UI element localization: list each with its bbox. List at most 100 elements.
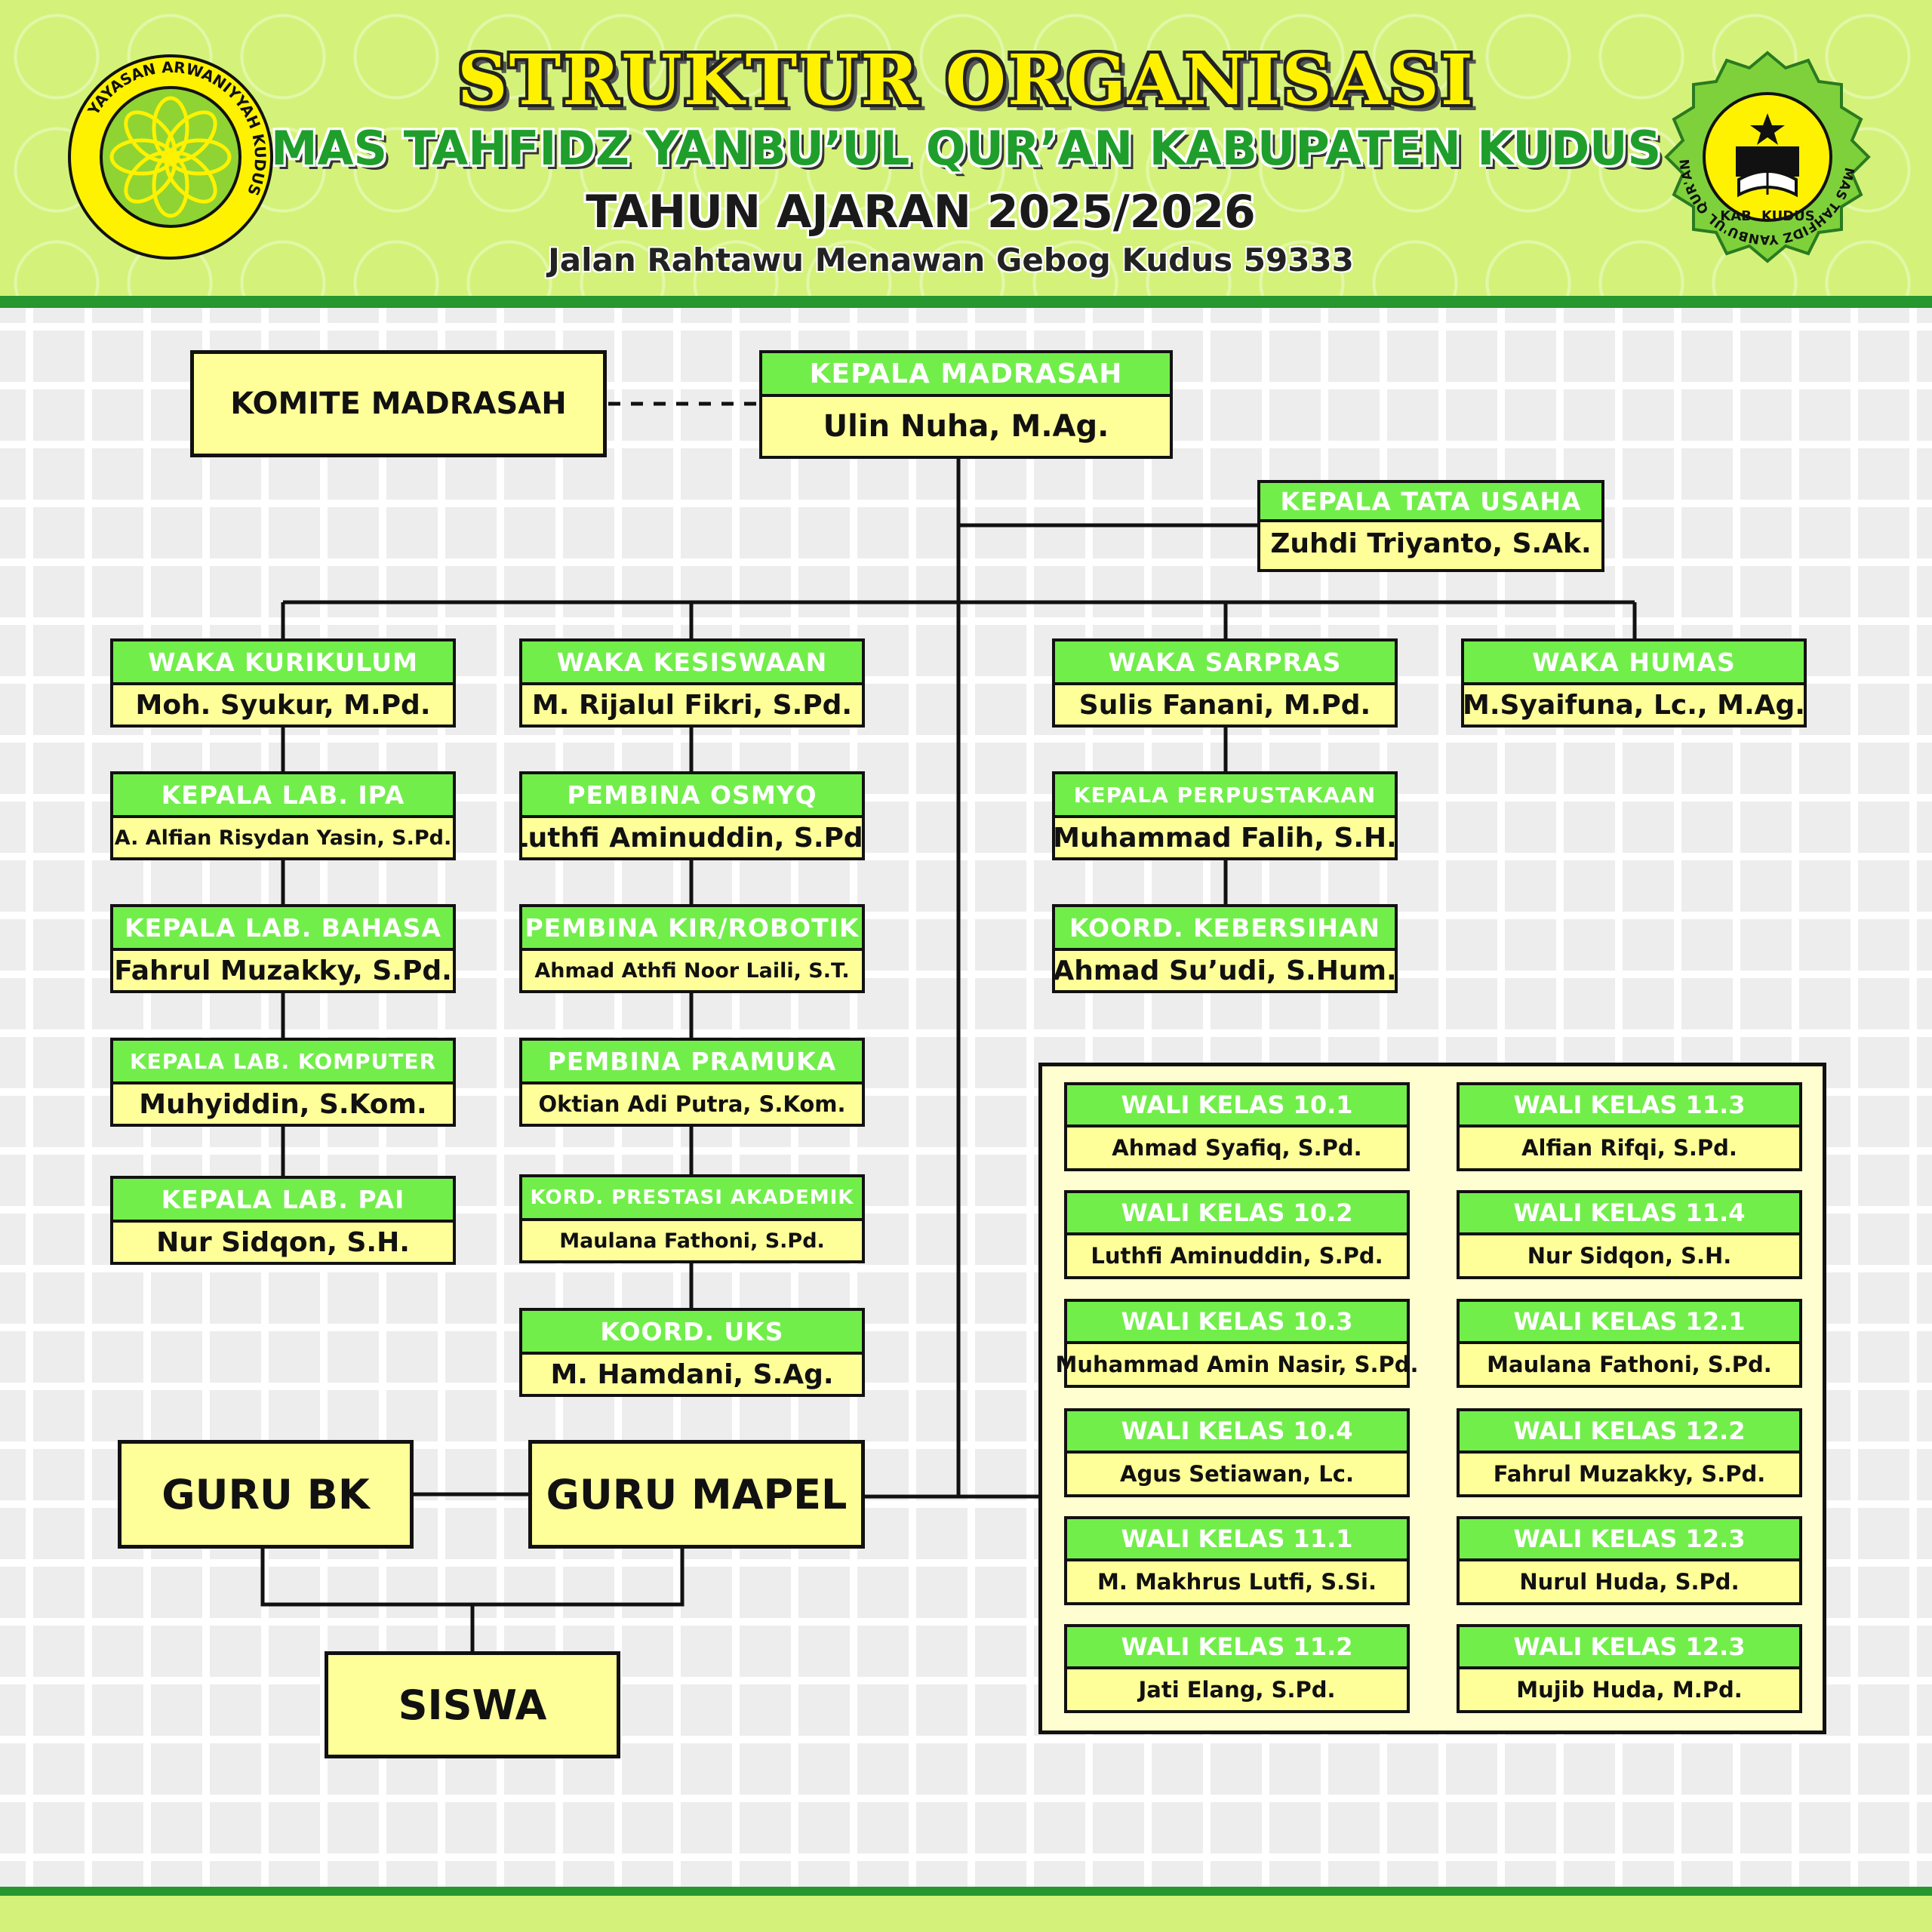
wali-kelas-name: Muhammad Amin Nasir, S.Pd. bbox=[1055, 1352, 1419, 1377]
wali-kelas-name: Ahmad Syafiq, S.Pd. bbox=[1112, 1135, 1362, 1161]
wali-kelas-role: WALI KELAS 12.3 bbox=[1460, 1519, 1799, 1561]
pembina-osmyq-box: PEMBINA OSMYQ Luthfi Aminuddin, S.Pd. bbox=[519, 771, 865, 860]
kepala-perpustakaan-box: KEPALA PERPUSTAKAAN Muhammad Falih, S.H. bbox=[1052, 771, 1398, 860]
wali-kelas-name: Luthfi Aminuddin, S.Pd. bbox=[1091, 1243, 1383, 1269]
waka-humas-role: WAKA HUMAS bbox=[1464, 641, 1804, 685]
waka-sarpras-role: WAKA SARPRAS bbox=[1055, 641, 1395, 685]
wali-kelas-role: WALI KELAS 12.1 bbox=[1460, 1302, 1799, 1344]
school-address: Jalan Rahtawu Menawan Gebog Kudus 59333 bbox=[548, 242, 1354, 278]
waka-sarpras-name: Sulis Fanani, M.Pd. bbox=[1078, 689, 1371, 721]
kord-prestasi-role: KORD. PRESTASI AKADEMIK bbox=[522, 1177, 862, 1221]
lab-pai-box: KEPALA LAB. PAI Nur Sidqon, S.H. bbox=[110, 1176, 456, 1265]
kord-prestasi-name: Maulana Fathoni, S.Pd. bbox=[559, 1229, 825, 1253]
school-logo-icon: MAS TAHFIDZ YANBU'UL QUR'AN KAB. KUDUS bbox=[1664, 51, 1871, 263]
wali-kelas-role: WALI KELAS 11.3 bbox=[1460, 1085, 1799, 1128]
wali-kelas-name: Agus Setiawan, Lc. bbox=[1120, 1461, 1354, 1487]
guru-bk-box: GURU BK bbox=[118, 1440, 414, 1549]
guru-siswa-link bbox=[260, 1549, 685, 1607]
wali-kelas-name: M. Makhrus Lutfi, S.Si. bbox=[1097, 1569, 1377, 1595]
header-divider bbox=[0, 296, 1932, 308]
lab-pai-role: KEPALA LAB. PAI bbox=[113, 1179, 453, 1223]
waka-kesiswaan-role: WAKA KESISWAAN bbox=[522, 641, 862, 685]
koord-kebersihan-name: Ahmad Su’udi, S.Hum. bbox=[1055, 955, 1395, 986]
tata-usaha-role: KEPALA TATA USAHA bbox=[1260, 483, 1601, 522]
wali-kelas-name: Nurul Huda, S.Pd. bbox=[1519, 1569, 1740, 1595]
school-name: MAS TAHFIDZ YANBU’UL QUR’AN KABUPATEN KU… bbox=[270, 121, 1662, 176]
waka-kurikulum-box: WAKA KURIKULUM Moh. Syukur, M.Pd. bbox=[110, 638, 456, 728]
lab-komputer-name: Muhyiddin, S.Kom. bbox=[139, 1088, 427, 1120]
kepala-role: KEPALA MADRASAH bbox=[762, 353, 1170, 397]
wali-kelas-name: Alfian Rifqi, S.Pd. bbox=[1521, 1135, 1737, 1161]
komite-madrasah-box: KOMITE MADRASAH bbox=[190, 350, 607, 457]
wali-kelas-role: WALI KELAS 12.3 bbox=[1460, 1627, 1799, 1669]
wali-kelas-role: WALI KELAS 10.1 bbox=[1067, 1085, 1407, 1128]
wali-kelas-role: WALI KELAS 11.1 bbox=[1067, 1519, 1407, 1561]
wali-kelas-role: WALI KELAS 10.3 bbox=[1067, 1302, 1407, 1344]
wali-kelas-name: Mujib Huda, M.Pd. bbox=[1516, 1677, 1743, 1703]
pembina-kir-box: PEMBINA KIR/ROBOTIK Ahmad Athfi Noor Lai… bbox=[519, 904, 865, 993]
kepala-madrasah-box: KEPALA MADRASAH Ulin Nuha, M.Ag. bbox=[759, 350, 1173, 459]
wali-kelas-role: WALI KELAS 11.2 bbox=[1067, 1627, 1407, 1669]
wali-kelas-card: WALI KELAS 11.1 M. Makhrus Lutfi, S.Si. bbox=[1064, 1516, 1410, 1605]
koord-uks-role: KOORD. UKS bbox=[522, 1311, 862, 1355]
wali-kelas-name: Nur Sidqon, S.H. bbox=[1527, 1243, 1732, 1269]
koord-kebersihan-role: KOORD. KEBERSIHAN bbox=[1055, 907, 1395, 951]
yayasan-logo-icon: YAYASAN ARWANIYYAH KUDUS bbox=[68, 54, 273, 260]
lab-bahasa-name: Fahrul Muzakky, S.Pd. bbox=[114, 955, 452, 986]
kepala-perpustakaan-name: Muhammad Falih, S.H. bbox=[1055, 822, 1395, 854]
waka-kurikulum-name: Moh. Syukur, M.Pd. bbox=[135, 689, 431, 721]
pembina-osmyq-name: Luthfi Aminuddin, S.Pd. bbox=[522, 822, 862, 854]
wali-kelas-role: WALI KELAS 12.2 bbox=[1460, 1411, 1799, 1454]
waka-humas-box: WAKA HUMAS M.Syaifuna, Lc., M.Ag. bbox=[1461, 638, 1807, 728]
lab-ipa-role: KEPALA LAB. IPA bbox=[113, 774, 453, 818]
koord-uks-name: M. Hamdani, S.Ag. bbox=[550, 1358, 834, 1390]
koord-uks-box: KOORD. UKS M. Hamdani, S.Ag. bbox=[519, 1308, 865, 1397]
pembina-pramuka-box: PEMBINA PRAMUKA Oktian Adi Putra, S.Kom. bbox=[519, 1038, 865, 1127]
lab-komputer-box: KEPALA LAB. KOMPUTER Muhyiddin, S.Kom. bbox=[110, 1038, 456, 1127]
waka-kurikulum-role: WAKA KURIKULUM bbox=[113, 641, 453, 685]
lab-ipa-box: KEPALA LAB. IPA A. Alfian Risydan Yasin,… bbox=[110, 771, 456, 860]
tata-usaha-box: KEPALA TATA USAHA Zuhdi Triyanto, S.Ak. bbox=[1257, 480, 1604, 572]
wali-kelas-name: Maulana Fathoni, S.Pd. bbox=[1487, 1352, 1772, 1377]
pembina-kir-role: PEMBINA KIR/ROBOTIK bbox=[522, 907, 862, 951]
tata-usaha-name: Zuhdi Triyanto, S.Ak. bbox=[1270, 528, 1592, 559]
waka-sarpras-box: WAKA SARPRAS Sulis Fanani, M.Pd. bbox=[1052, 638, 1398, 728]
academic-year: TAHUN AJARAN 2025/2026 bbox=[586, 186, 1256, 238]
wali-kelas-role: WALI KELAS 11.4 bbox=[1460, 1193, 1799, 1235]
koord-kebersihan-box: KOORD. KEBERSIHAN Ahmad Su’udi, S.Hum. bbox=[1052, 904, 1398, 993]
kord-prestasi-box: KORD. PRESTASI AKADEMIK Maulana Fathoni,… bbox=[519, 1174, 865, 1263]
pembina-pramuka-name: Oktian Adi Putra, S.Kom. bbox=[538, 1091, 846, 1117]
siswa-box: SISWA bbox=[325, 1651, 620, 1758]
pembina-kir-name: Ahmad Athfi Noor Laili, S.T. bbox=[534, 958, 850, 983]
lab-bahasa-role: KEPALA LAB. BAHASA bbox=[113, 907, 453, 951]
logo-right-bottom-text: KAB. KUDUS bbox=[1720, 208, 1814, 224]
pembina-osmyq-role: PEMBINA OSMYQ bbox=[522, 774, 862, 818]
pembina-pramuka-role: PEMBINA PRAMUKA bbox=[522, 1041, 862, 1084]
wali-kelas-role: WALI KELAS 10.2 bbox=[1067, 1193, 1407, 1235]
lab-pai-name: Nur Sidqon, S.H. bbox=[156, 1226, 410, 1258]
waka-humas-name: M.Syaifuna, Lc., M.Ag. bbox=[1464, 689, 1804, 721]
wali-kelas-name: Jati Elang, S.Pd. bbox=[1138, 1677, 1336, 1703]
lab-komputer-role: KEPALA LAB. KOMPUTER bbox=[113, 1041, 453, 1084]
kepala-name: Ulin Nuha, M.Ag. bbox=[823, 409, 1109, 444]
wali-kelas-panel bbox=[1038, 1063, 1826, 1734]
header-banner bbox=[0, 0, 1932, 299]
footer-band bbox=[0, 1896, 1932, 1932]
lab-ipa-name: A. Alfian Risydan Yasin, S.Pd. bbox=[114, 826, 452, 850]
page-title: STRUKTUR ORGANISASI bbox=[457, 39, 1475, 121]
footer-divider bbox=[0, 1887, 1932, 1896]
guru-mapel-box: GURU MAPEL bbox=[528, 1440, 865, 1549]
kepala-perpustakaan-role: KEPALA PERPUSTAKAAN bbox=[1055, 774, 1395, 818]
lab-bahasa-box: KEPALA LAB. BAHASA Fahrul Muzakky, S.Pd. bbox=[110, 904, 456, 993]
